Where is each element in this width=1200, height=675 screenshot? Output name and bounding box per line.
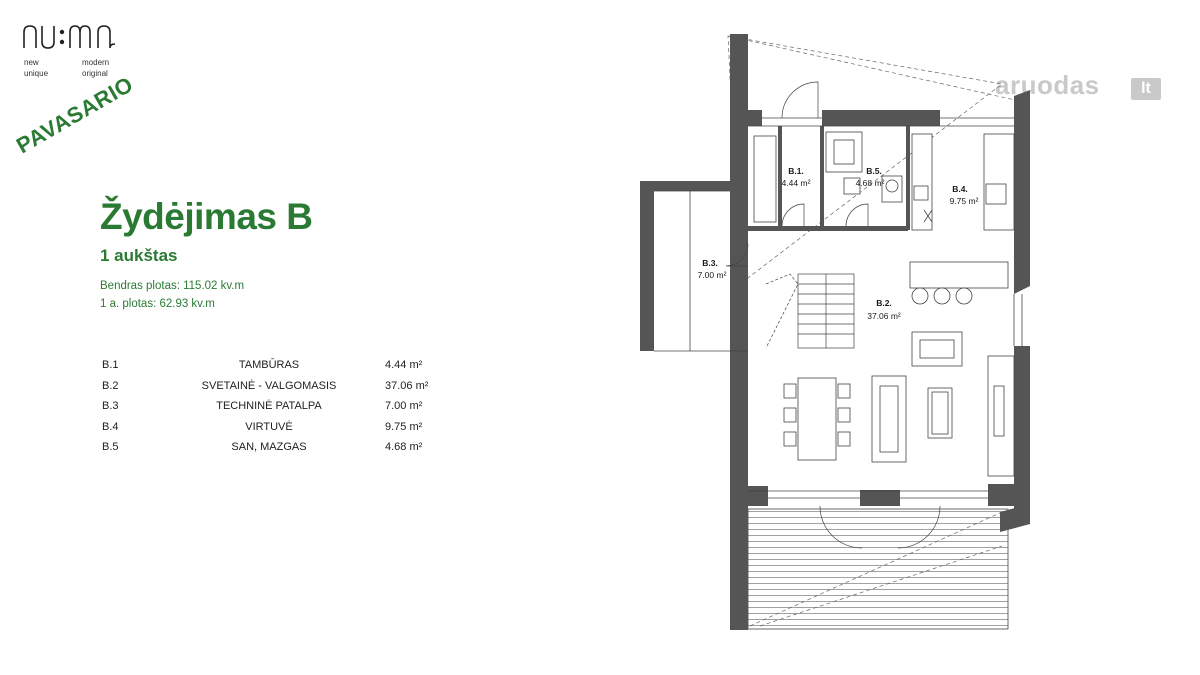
watermark-text: aruodas: [995, 70, 1100, 100]
kitchen-counters: [909, 133, 1015, 305]
pavasario-stamp: PAVASARIO: [14, 71, 137, 158]
b2-area: 37.06 m²: [867, 311, 901, 321]
room-code: B.5: [102, 441, 119, 453]
room-area: 9.75 m²: [385, 420, 423, 433]
b4-code: B.4.: [952, 184, 968, 194]
rooms-table: B.1 TAMBŪRAS 4.44 m² B.2 SVETAINĖ - VALG…: [102, 356, 442, 459]
window-lines: [654, 117, 1023, 499]
room-area: 4.68 m²: [385, 441, 423, 453]
room-code: B.1: [102, 359, 119, 371]
bathroom-fixtures: [753, 131, 903, 223]
room-name: TAMBŪRAS: [238, 359, 300, 371]
tagline-unique: unique: [24, 69, 49, 78]
floor-plan-drawing: B.1. 4.44 m² B.5. 4.68 m² B.4. 9.75 m² B…: [640, 34, 1030, 630]
floor-area: 1 a. plotas: 62.93 kv.m: [100, 298, 215, 310]
room-name: SAN, MAZGAS: [231, 441, 307, 453]
room-labels: B.1. 4.44 m² B.5. 4.68 m² B.4. 9.75 m² B…: [698, 166, 979, 321]
b2-code: B.2.: [876, 298, 892, 308]
room-row: B.2 SVETAINĖ - VALGOMASIS 37.06 m²: [102, 377, 442, 398]
b4-area: 9.75 m²: [950, 196, 979, 206]
brand-logo: new unique modern original PAVASARIO: [14, 22, 162, 158]
b1-code: B.1.: [788, 166, 804, 176]
page-title: Žydėjimas B: [100, 196, 313, 237]
b1-area: 4.44 m²: [782, 178, 811, 188]
room-code: B.2: [102, 379, 119, 392]
stamp-text: PAVASARIO: [14, 71, 137, 158]
room-row: B.1 TAMBŪRAS 4.44 m²: [102, 356, 442, 377]
total-area: Bendras plotas: 115.02 kv.m: [100, 280, 245, 292]
watermark-lt-badge: lt: [1131, 78, 1161, 100]
staircase: [765, 273, 855, 349]
terrace-dashes: [749, 511, 1003, 627]
watermark-suffix: lt: [1141, 80, 1151, 97]
tagline-modern: modern: [82, 58, 110, 67]
door-swings: [725, 81, 941, 549]
room-name: SVETAINĖ - VALGOMASIS: [201, 379, 337, 392]
room-row: B.4 VIRTUVĖ 9.75 m²: [102, 418, 442, 439]
aruodas-watermark: aruodas lt: [995, 68, 1173, 108]
room-code: B.4: [102, 420, 119, 433]
room-row: B.3 TECHNINĖ PATALPA 7.00 m²: [102, 397, 442, 418]
tagline-new: new: [24, 58, 39, 67]
b3-area: 7.00 m²: [698, 270, 727, 280]
tagline-original: original: [82, 69, 108, 78]
floor-subtitle: 1 aukštas: [100, 246, 178, 265]
b5-code: B.5.: [866, 166, 882, 176]
logo-mark-icon: [23, 25, 116, 49]
floor-plan: B.1. 4.44 m² B.5. 4.68 m² B.4. 9.75 m² B…: [630, 26, 1030, 641]
room-area: 7.00 m²: [385, 400, 423, 412]
living-furniture: [783, 331, 1015, 477]
room-name: TECHNINĖ PATALPA: [216, 400, 322, 412]
b3-code: B.3.: [702, 258, 718, 268]
room-code: B.3: [102, 400, 119, 412]
room-row: B.5 SAN, MAZGAS 4.68 m²: [102, 438, 442, 459]
b5-area: 4.68 m²: [856, 178, 885, 188]
room-name: VIRTUVĖ: [245, 420, 293, 433]
exterior-walls: [640, 34, 1030, 630]
room-area: 37.06 m²: [385, 379, 429, 392]
room-area: 4.44 m²: [385, 359, 423, 371]
